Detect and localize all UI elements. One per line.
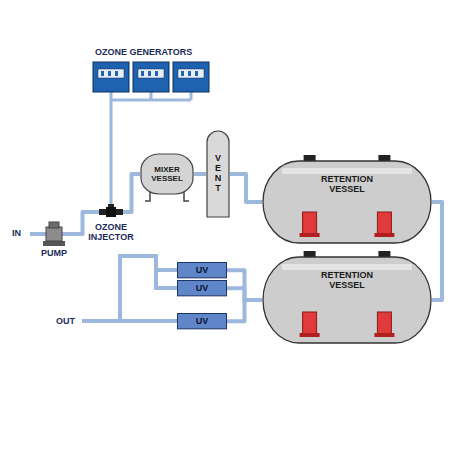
pipe-connector [194, 172, 206, 176]
node-label: UV [196, 283, 209, 293]
uv-unit: UV [177, 313, 227, 329]
retention-vessel-outline [262, 256, 432, 344]
flow-label: IN [12, 228, 21, 238]
node-label: UV [196, 265, 209, 275]
group-title: OZONE GENERATORS [95, 47, 192, 57]
ozone-injector-outline [99, 204, 123, 220]
node-label: VENT [214, 154, 223, 194]
pipe-connector [123, 174, 140, 212]
retention-vessel-outline [262, 160, 432, 244]
node-label: RETENTION VESSEL [312, 270, 382, 291]
uv-unit: UV [177, 280, 227, 296]
node-label: MIXER VESSEL [147, 165, 187, 183]
pump-symbol-outline [42, 222, 66, 246]
node-label: OZONE INJECTOR [85, 222, 137, 243]
retention-vessel: RETENTION VESSEL [262, 256, 432, 344]
node-label: PUMP [41, 248, 67, 258]
node-label: UV [196, 316, 209, 326]
mixer-vessel: MIXER VESSEL [140, 153, 194, 195]
pipe-connector [227, 300, 262, 321]
pipe-connector [66, 212, 99, 234]
node-label: RETENTION VESSEL [312, 174, 382, 195]
pipe-connector [432, 202, 442, 300]
pump-symbol: PUMP [34, 222, 74, 261]
inlet-outlet-pipes [30, 234, 177, 321]
pipe-connector [227, 270, 262, 300]
vent-stack: VENT [206, 130, 230, 218]
retention-vessel: RETENTION VESSEL [262, 160, 432, 244]
uv-unit: UV [177, 262, 227, 278]
ozone-generator-units [93, 62, 209, 92]
flow-label: OUT [56, 316, 75, 326]
pipe-connector [230, 174, 262, 202]
ozone-injector: OZONE INJECTOR [83, 204, 139, 248]
